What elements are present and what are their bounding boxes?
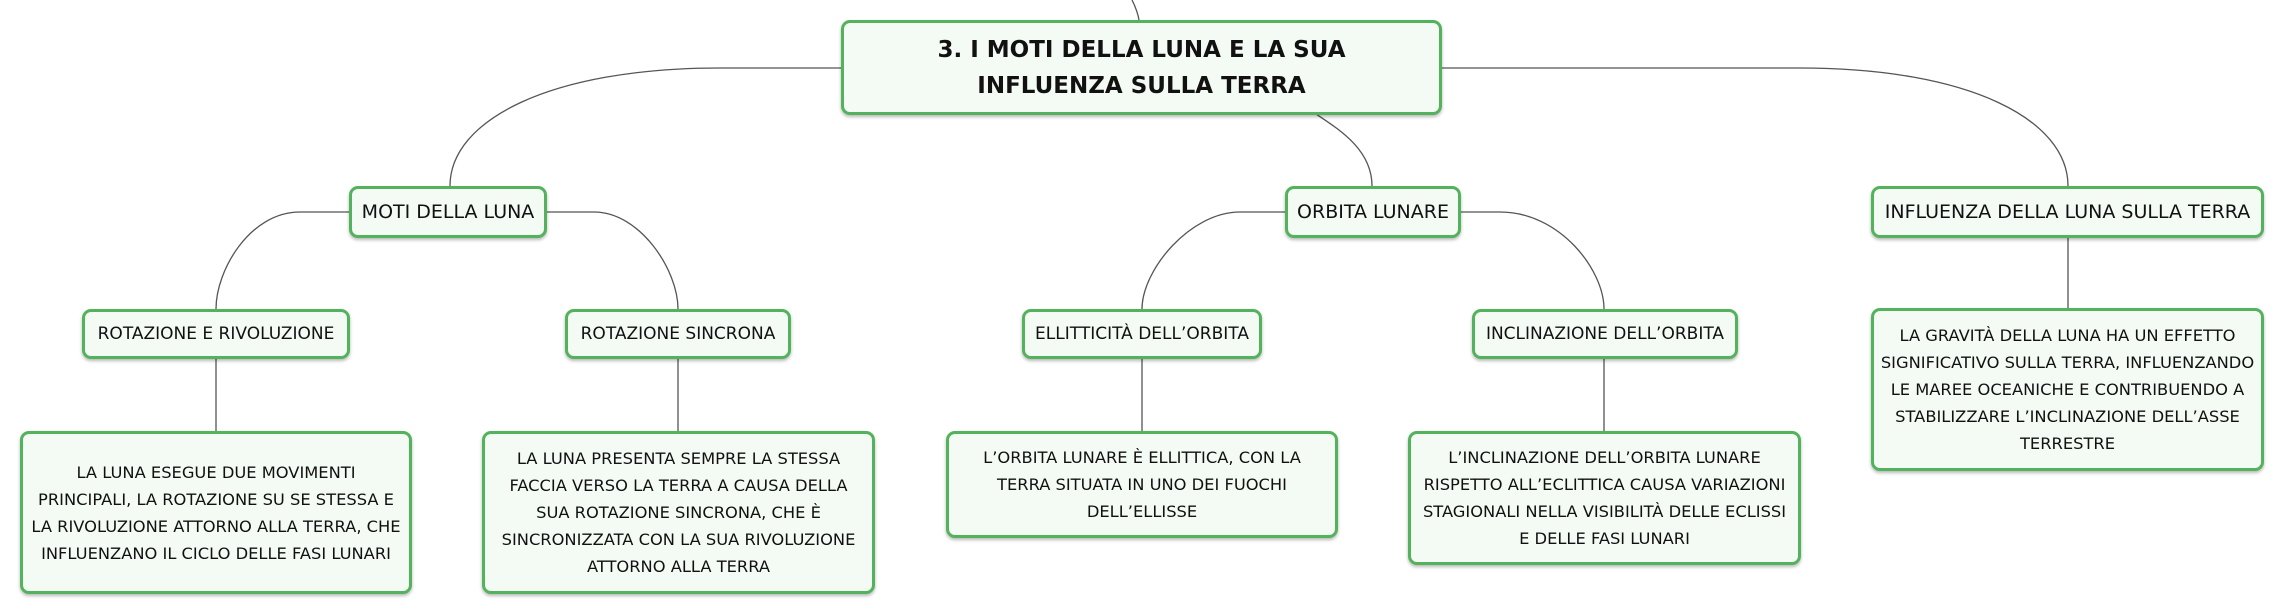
detail-text: LA LUNA ESEGUE DUE MOVIMENTI PRINCIPALI,…: [31, 462, 401, 563]
connector-moti-to-sincrona: [546, 211, 679, 310]
topic-orbita-lunare[interactable]: ORBITA LUNARE: [1285, 186, 1461, 238]
subtopic-label: ELLITTICITÀ DELL’ORBITA: [1035, 324, 1249, 344]
detail-rotazione-sincrona[interactable]: LA LUNA PRESENTA SEMPRE LA STESSA FACCIA…: [482, 431, 875, 594]
subtopic-label: INCLINAZIONE DELL’ORBITA: [1485, 324, 1725, 344]
subtopic-label: ROTAZIONE SINCRONA: [580, 324, 776, 344]
topic-label: ORBITA LUNARE: [1297, 201, 1449, 223]
subtopic-rotazione-rivoluzione[interactable]: ROTAZIONE E RIVOLUZIONE: [82, 309, 350, 359]
subtopic-rotazione-sincrona[interactable]: ROTAZIONE SINCRONA: [565, 309, 791, 359]
detail-influenza-luna-terra[interactable]: LA GRAVITÀ DELLA LUNA HA UN EFFETTO SIGN…: [1871, 308, 2264, 471]
detail-rotazione-rivoluzione[interactable]: LA LUNA ESEGUE DUE MOVIMENTI PRINCIPALI,…: [20, 431, 412, 594]
root-node[interactable]: 3. I MOTI DELLA LUNA E LA SUA INFLUENZA …: [841, 20, 1442, 115]
topic-influenza-luna-terra[interactable]: INFLUENZA DELLA LUNA SULLA TERRA: [1871, 186, 2264, 238]
detail-text: L’ORBITA LUNARE È ELLITTICA, CON LA TERR…: [983, 448, 1301, 521]
subtopic-label: ROTAZIONE E RIVOLUZIONE: [97, 324, 335, 344]
connector-root-to-moti: [449, 67, 841, 187]
topic-label: MOTI DELLA LUNA: [361, 201, 535, 223]
topic-label: INFLUENZA DELLA LUNA SULLA TERRA: [1884, 201, 2251, 223]
root-label: 3. I MOTI DELLA LUNA E LA SUA INFLUENZA …: [937, 36, 1346, 99]
connector-moti-to-rotriv: [215, 211, 349, 310]
subtopic-ellitticita-orbita[interactable]: ELLITTICITÀ DELL’ORBITA: [1022, 309, 1262, 359]
connector-root-incoming: [1131, 0, 1140, 21]
detail-ellitticita-orbita[interactable]: L’ORBITA LUNARE È ELLITTICA, CON LA TERR…: [946, 431, 1338, 538]
connector-orbita-to-ellitticita: [1141, 211, 1285, 310]
connector-orbita-to-inclinazione: [1460, 211, 1605, 310]
topic-moti-della-luna[interactable]: MOTI DELLA LUNA: [349, 186, 547, 238]
subtopic-inclinazione-orbita[interactable]: INCLINAZIONE DELL’ORBITA: [1472, 309, 1738, 359]
connector-root-to-orbita: [1315, 113, 1373, 187]
detail-inclinazione-orbita[interactable]: L’INCLINAZIONE DELL’ORBITA LUNARE RISPET…: [1408, 431, 1801, 565]
connector-root-to-influenza: [1442, 67, 2069, 187]
detail-text: LA LUNA PRESENTA SEMPRE LA STESSA FACCIA…: [501, 449, 856, 576]
detail-text: L’INCLINAZIONE DELL’ORBITA LUNARE RISPET…: [1422, 448, 1787, 548]
detail-text: LA GRAVITÀ DELLA LUNA HA UN EFFETTO SIGN…: [1880, 326, 2255, 453]
